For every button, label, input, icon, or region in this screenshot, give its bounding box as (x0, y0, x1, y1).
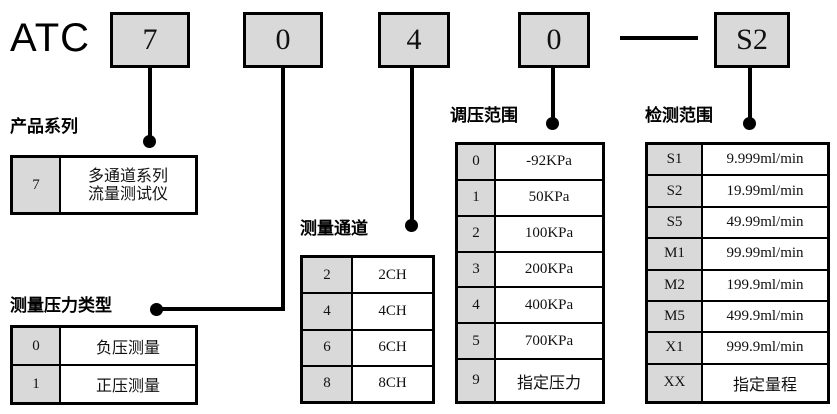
row-description: -92KPa (526, 153, 572, 170)
row-description: 负压测量 (95, 338, 160, 357)
row-description: 6CH (378, 339, 407, 356)
row-code: 8 (303, 366, 353, 401)
row-description: 499.9ml/min (726, 308, 804, 325)
row-code: 7 (13, 158, 61, 212)
code-box-channel[interactable]: 4 (378, 12, 450, 68)
row-code: M5 (648, 301, 703, 332)
leader-dot-channel (405, 219, 418, 232)
leader-line-pressure-range (551, 68, 555, 126)
code-box-pressure-range[interactable]: 0 (518, 12, 590, 68)
code-separator-dash (620, 36, 698, 40)
table-row: 6 6CH (303, 330, 432, 367)
row-description: 9.999ml/min (726, 151, 804, 168)
row-code: 1 (458, 180, 496, 215)
legend-table-detection-range: S1 9.999ml/min S2 19.99ml/min S5 49.99ml… (645, 142, 830, 404)
row-description: 8CH (378, 375, 407, 392)
row-code: 6 (303, 330, 353, 365)
row-code: 1 (13, 366, 61, 402)
table-row: 8 8CH (303, 366, 432, 401)
table-row: 2 100KPa (458, 216, 602, 253)
row-code: M1 (648, 239, 703, 269)
row-code: X1 (648, 333, 703, 363)
code-box-detection-range[interactable]: S2 (714, 12, 790, 68)
table-row: 2 2CH (303, 258, 432, 295)
caption-detection-range: 检测范围 (645, 106, 713, 126)
row-description: 999.9ml/min (726, 339, 804, 356)
row-code: 9 (458, 360, 496, 402)
legend-table-pressure-range: 0 -92KPa 1 50KPa 2 100KPa 3 200KPa 4 400… (455, 142, 605, 404)
row-code: 0 (458, 145, 496, 179)
caption-pressure-range: 调压范围 (450, 106, 518, 126)
row-code: S5 (648, 207, 703, 238)
leader-line-detection-range (748, 68, 752, 126)
row-description: 指定压力 (516, 372, 581, 392)
row-description: 指定量程 (732, 374, 797, 394)
row-description: 200KPa (524, 261, 574, 277)
code-prefix-atc: ATC (10, 16, 91, 60)
leader-dot-pressure-type (150, 303, 163, 316)
table-row: S2 19.99ml/min (648, 176, 827, 208)
row-description: 4CH (378, 302, 407, 319)
row-description: 2CH (378, 266, 407, 283)
table-row: 7 多通道系列 流量测试仪 (13, 158, 195, 212)
code-box-series[interactable]: 7 (110, 12, 190, 68)
leader-dot-series (143, 135, 156, 148)
table-row: X1 999.9ml/min (648, 333, 827, 365)
row-code: M2 (648, 270, 703, 300)
row-code: S2 (648, 176, 703, 206)
leader-dot-detection-range (743, 117, 756, 130)
caption-pressure-type: 测量压力类型 (10, 296, 112, 316)
leader-line-pressure-type-vertical (281, 68, 285, 311)
row-code: 4 (458, 288, 496, 323)
table-row: M5 499.9ml/min (648, 301, 827, 334)
table-row: 1 正压测量 (13, 366, 195, 402)
table-row: M2 199.9ml/min (648, 270, 827, 302)
table-row: XX 指定量程 (648, 364, 827, 401)
legend-table-channel: 2 2CH 4 4CH 6 6CH 8 8CH (300, 255, 435, 404)
row-description: 100KPa (524, 225, 574, 242)
table-row: S1 9.999ml/min (648, 145, 827, 177)
row-code: 4 (303, 294, 353, 329)
leader-dot-pressure-range (546, 117, 559, 130)
leader-line-channel (410, 68, 414, 228)
leader-line-series (148, 68, 152, 144)
table-row: 0 -92KPa (458, 145, 602, 181)
row-code: 2 (303, 258, 353, 293)
leader-line-pressure-type-horizontal (156, 307, 285, 311)
table-row: 3 200KPa (458, 252, 602, 289)
table-row: 0 负压测量 (13, 328, 195, 366)
row-code: S1 (648, 145, 703, 175)
table-row: 9 指定压力 (458, 360, 602, 402)
table-row: 1 50KPa (458, 180, 602, 217)
table-row: S5 49.99ml/min (648, 207, 827, 240)
row-code: 2 (458, 216, 496, 251)
row-code: XX (648, 364, 703, 401)
row-code: 5 (458, 324, 496, 359)
row-description: 199.9ml/min (726, 276, 804, 293)
legend-table-series: 7 多通道系列 流量测试仪 (10, 155, 198, 215)
legend-table-pressure-type: 0 负压测量 1 正压测量 (10, 325, 198, 405)
row-description: 400KPa (524, 296, 574, 313)
table-row: 4 400KPa (458, 288, 602, 325)
caption-series: 产品系列 (10, 117, 78, 137)
caption-channel: 测量通道 (300, 219, 368, 239)
row-description: 正压测量 (95, 376, 160, 395)
row-description: 多通道系列 流量测试仪 (87, 165, 168, 203)
row-code: 3 (458, 252, 496, 287)
table-row: M1 99.99ml/min (648, 239, 827, 271)
code-box-pressure-type[interactable]: 0 (243, 12, 323, 68)
row-description: 99.99ml/min (726, 245, 804, 262)
table-row: 5 700KPa (458, 324, 602, 361)
row-code: 0 (13, 328, 61, 364)
row-description: 49.99ml/min (726, 213, 804, 230)
row-description: 19.99ml/min (726, 182, 804, 199)
table-row: 4 4CH (303, 294, 432, 331)
row-description: 700KPa (524, 332, 574, 349)
row-description: 50KPa (528, 189, 570, 206)
